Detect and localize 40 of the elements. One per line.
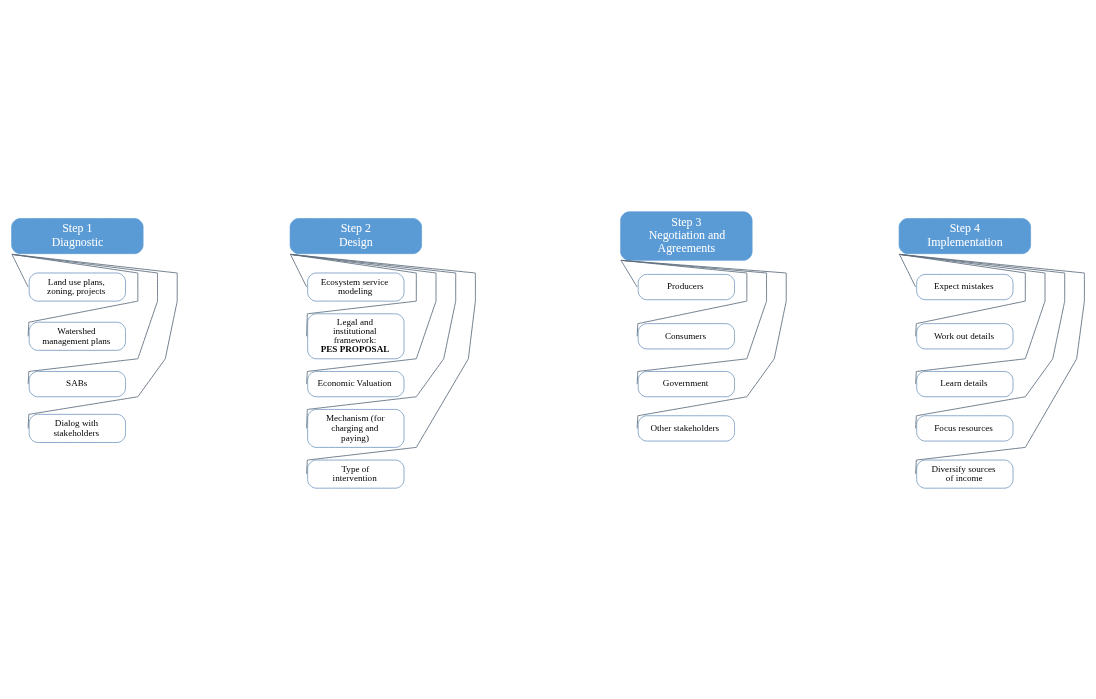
node-box: Economic Valuation [307,370,405,397]
node-box: Step 4 Implementation [898,217,1031,254]
node-box: Other stakeholders [637,414,735,441]
node-box: Step 1 Diagnostic [11,217,144,254]
node-box: Diversify sources of income [916,459,1014,489]
connector [11,253,158,385]
node-box: Step 2 Design [289,217,422,254]
connector [899,253,1026,337]
connector [290,253,476,475]
node-box: Focus resources [916,414,1014,441]
connector [290,253,308,287]
node-box: SABs [28,370,126,397]
node-box: Expect mistakes [916,273,1014,300]
node-box: Learn details [916,370,1014,397]
node-box: Mechanism (for charging and paying) [307,408,405,448]
connector [11,253,178,429]
node-box: Watershed management plans [28,321,126,351]
node-box: Step 3 Negotiation and Agreements [620,210,753,261]
node-box: Work out details [916,322,1014,349]
node-box: Consumers [637,322,735,349]
node-box: Land use plans, zoning, projects [28,272,126,301]
connector [899,253,1066,429]
connector [290,253,417,337]
connector [11,253,139,337]
node-box: Ecosystem service modeling [307,272,405,301]
node-box: Legal and institutional framework: PES PROPOSAL [307,312,405,359]
connector [899,253,1046,385]
connector [899,253,917,287]
connector [620,259,748,337]
node-box: Government [637,370,735,397]
connector [290,253,437,385]
node-box: Dialog with stakeholders [28,413,126,443]
connector [620,259,767,385]
node-box: Producers [637,273,735,300]
node-box: Type of intervention [307,459,405,489]
connector [899,253,1085,475]
connector [290,253,457,429]
connector [620,259,638,287]
connector [620,259,787,429]
connector [11,253,29,287]
